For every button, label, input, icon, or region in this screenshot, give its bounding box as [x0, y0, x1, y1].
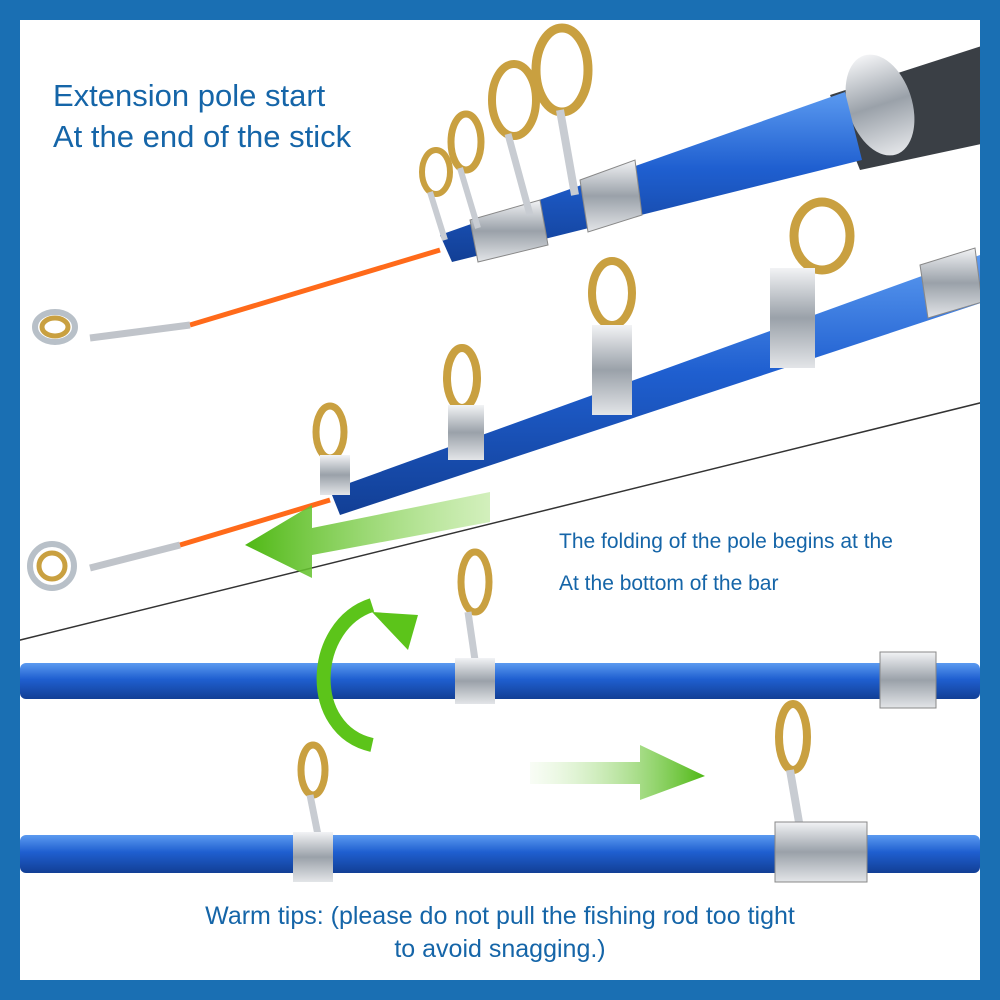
- section-divider: [20, 402, 980, 641]
- guide: [293, 741, 333, 882]
- fold-note-line-2: At the bottom of the bar: [559, 572, 779, 595]
- left-arrow-icon: [245, 492, 490, 578]
- guide: [770, 197, 855, 368]
- fold-note-line-1: The folding of the pole begins at the: [559, 530, 893, 553]
- rod-lower-1: [20, 548, 980, 709]
- header-line-2: At the end of the stick: [53, 119, 352, 154]
- tips-line-2: to avoid snagging.): [394, 935, 606, 963]
- rod-lower-2: [20, 700, 980, 883]
- guide: [531, 23, 593, 196]
- rod-middle: [27, 197, 980, 591]
- guide: [443, 344, 484, 460]
- guide: [455, 548, 495, 704]
- header-line-1: Extension pole start: [53, 78, 326, 113]
- guide: [488, 60, 540, 216]
- guide: [447, 110, 485, 229]
- tips-line-1: Warm tips: (please do not pull the fishi…: [205, 902, 795, 930]
- guide: [419, 147, 453, 241]
- guide: [312, 402, 350, 495]
- rotate-arrow-icon: [316, 598, 418, 752]
- guide: [588, 257, 636, 415]
- right-arrow-icon: [530, 745, 705, 800]
- rod-top: [32, 23, 980, 345]
- guide: [774, 700, 868, 883]
